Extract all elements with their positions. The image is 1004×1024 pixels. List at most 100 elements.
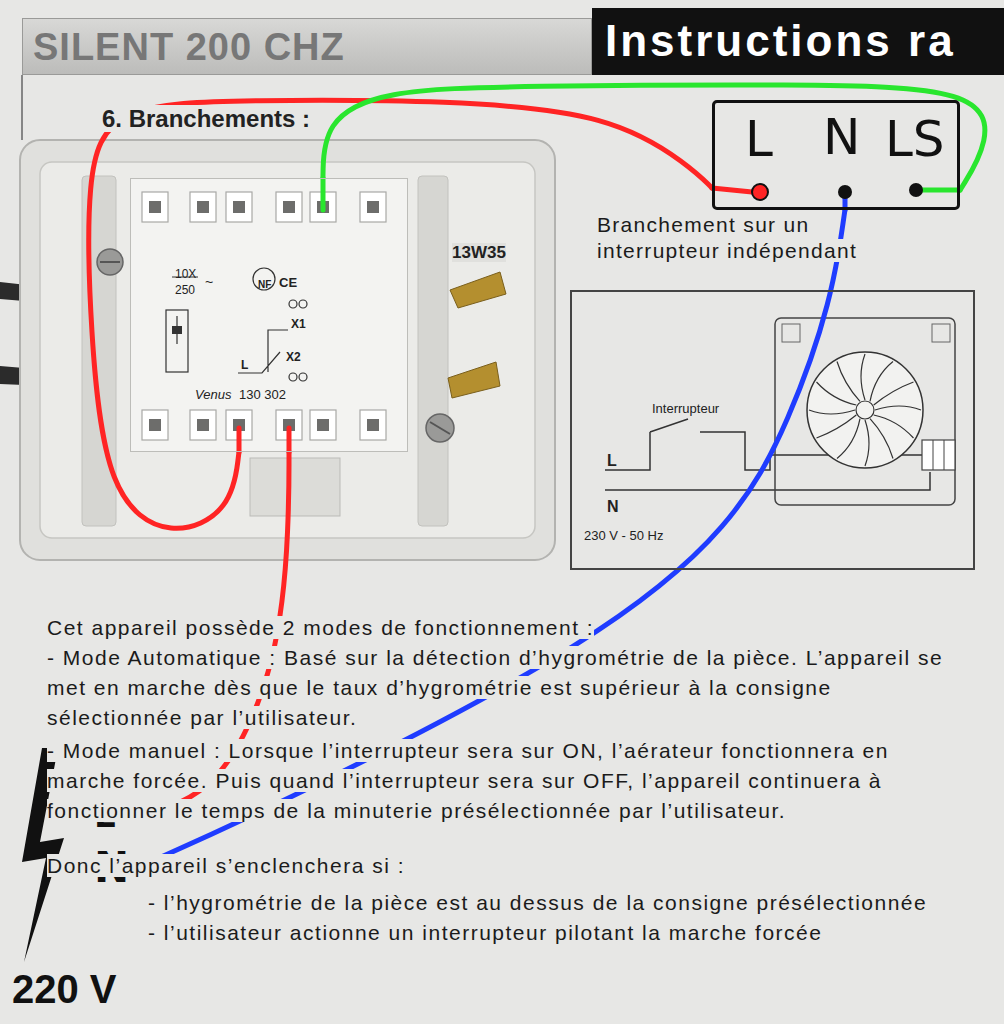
switch-clip: [418, 176, 448, 526]
terminal-hole: [197, 419, 209, 431]
terminal-hole: [149, 419, 161, 431]
brand-name-holder: Venus: [195, 385, 231, 403]
bullet-item: - l’utilisateur actionne un interrupteur…: [148, 921, 822, 944]
header-band: SILENT 200 CHZ: [22, 18, 592, 75]
switch-module: 10X 250 ~ NF CE X1L X2Venus 130 302: [130, 178, 408, 452]
rating-text-holder: 10X: [175, 264, 196, 282]
wire-stub: [922, 188, 960, 193]
switch-symbol: [238, 330, 288, 373]
switch-module-face: [130, 178, 408, 452]
terminal-name: L: [241, 358, 248, 372]
switch-symbol-contact: [299, 300, 307, 308]
section-heading: 6. Branchements :: [102, 105, 310, 132]
terminal-name: X1: [291, 317, 306, 331]
body-paragraph: - Mode Automatique : Basé sur la détecti…: [47, 646, 943, 729]
caption-text-holder: Branchement sur un interrupteur indépend…: [597, 212, 872, 264]
bullet-item: - l’hygrométrie de la pièce est au dessu…: [148, 891, 927, 914]
certification-mark: CE: [279, 275, 297, 290]
terminal: [226, 192, 252, 222]
terminal-dot: [838, 185, 852, 199]
body-paragraph: Cet appareil possède 2 modes de fonction…: [47, 616, 594, 639]
body-paragraph-holder: Donc l’appareil s’enclenchera si :: [47, 852, 947, 882]
terminal-name: LS: [885, 110, 945, 168]
bullet-item-holder: - l’hygrométrie de la pièce est au dessu…: [148, 889, 998, 919]
section-heading-holder: 6. Branchements :: [102, 106, 310, 131]
switch-label: Interrupteur: [652, 401, 719, 416]
switch-symbol-contact: [299, 373, 307, 381]
terminal-hole: [233, 201, 245, 213]
line-name: L: [607, 452, 617, 469]
certification-mark-holder: NF: [258, 274, 271, 292]
terminal-name-holder: X2: [286, 347, 301, 365]
part-marking-holder: 13W35: [452, 244, 506, 262]
terminal: [310, 410, 336, 440]
wiring-figure: InterrupteurL N 230 V - 50 Hz: [570, 290, 975, 570]
bullet-item-holder: - l’utilisateur actionne un interrupteur…: [148, 919, 998, 949]
brand-name: Venus: [195, 387, 231, 402]
fan-blades: [809, 354, 921, 466]
terminal-hole: [149, 201, 161, 213]
fan-terminal-block: [933, 440, 944, 470]
sheet-border: [21, 75, 23, 140]
wire-stub: [321, 178, 326, 210]
terminal: [360, 192, 386, 222]
body-text-column: Cet appareil possède 2 modes de fonction…: [47, 614, 997, 949]
terminal-hole: [283, 201, 295, 213]
fan-corner: [782, 324, 800, 342]
terminal-name-holder: N: [823, 111, 860, 164]
model-number: 130 302: [239, 387, 286, 402]
fan-housing: [775, 318, 955, 505]
switch-label-holder: Interrupteur: [652, 399, 719, 417]
title-text-holder: Instructions ra: [605, 18, 956, 64]
switch-symbol-lamp: [166, 310, 188, 372]
wire-stub: [712, 188, 752, 192]
nf-mark-circle: [253, 268, 275, 290]
product-name: SILENT 200 CHZ: [33, 26, 345, 68]
switch-symbol-contact: [289, 300, 297, 308]
terminal-name: L: [745, 110, 773, 168]
screw-slot: [430, 422, 450, 434]
terminal-block: LN LS: [712, 100, 960, 210]
line-name: N: [607, 498, 619, 515]
product-name-holder: SILENT 200 CHZ: [33, 28, 345, 68]
body-paragraph-holder: Cet appareil possède 2 modes de fonction…: [47, 614, 947, 644]
fan-wheel: [807, 352, 923, 468]
terminal-name: X2: [286, 350, 301, 364]
supply-rating-holder: 230 V - 50 Hz: [584, 526, 664, 544]
certification-mark-holder: CE: [279, 273, 297, 291]
terminal: [276, 192, 302, 222]
switch-symbol-lamp: [172, 326, 182, 334]
line-name-holder: L: [607, 452, 617, 470]
switch-base: [250, 458, 340, 516]
terminal-name-holder: L: [241, 355, 248, 373]
rating-text-holder: ~: [205, 273, 213, 291]
terminal-hole: [367, 419, 379, 431]
caption-text: Branchement sur un interrupteur indépend…: [597, 213, 857, 262]
body-paragraph-holder: - Mode Automatique : Basé sur la détecti…: [47, 644, 947, 734]
terminal-hole: [367, 201, 379, 213]
terminal-name-holder: LS: [885, 113, 945, 166]
rating-text: 250: [175, 283, 195, 297]
brass-contact: [448, 362, 500, 398]
terminal-dot: [752, 184, 768, 200]
switch-symbol-contact: [289, 373, 297, 381]
body-paragraph: Donc l’appareil s’enclenchera si :: [47, 854, 405, 877]
voltage-label-holder: 220 V: [12, 968, 117, 1010]
terminal-name-holder: X1: [291, 314, 306, 332]
terminal-hole: [197, 201, 209, 213]
screw: [426, 414, 454, 442]
title-band: Instructions ra: [592, 8, 1004, 75]
fan-terminal-block: [922, 440, 955, 470]
terminal-hole: [317, 419, 329, 431]
body-paragraph: - Mode manuel : Lorsque l’interrupteur s…: [47, 739, 889, 822]
rating-text: ~: [205, 274, 213, 290]
rating-text: 10X: [175, 267, 196, 281]
model-number-holder: 130 302: [239, 385, 286, 403]
title-text: Instructions ra: [605, 16, 956, 65]
terminal: [190, 410, 216, 440]
rating-text-holder: 250: [175, 280, 195, 298]
wire-stub: [287, 428, 292, 452]
terminal-name: N: [823, 108, 860, 166]
terminal: [142, 410, 168, 440]
terminal-name-holder: L: [745, 113, 773, 166]
